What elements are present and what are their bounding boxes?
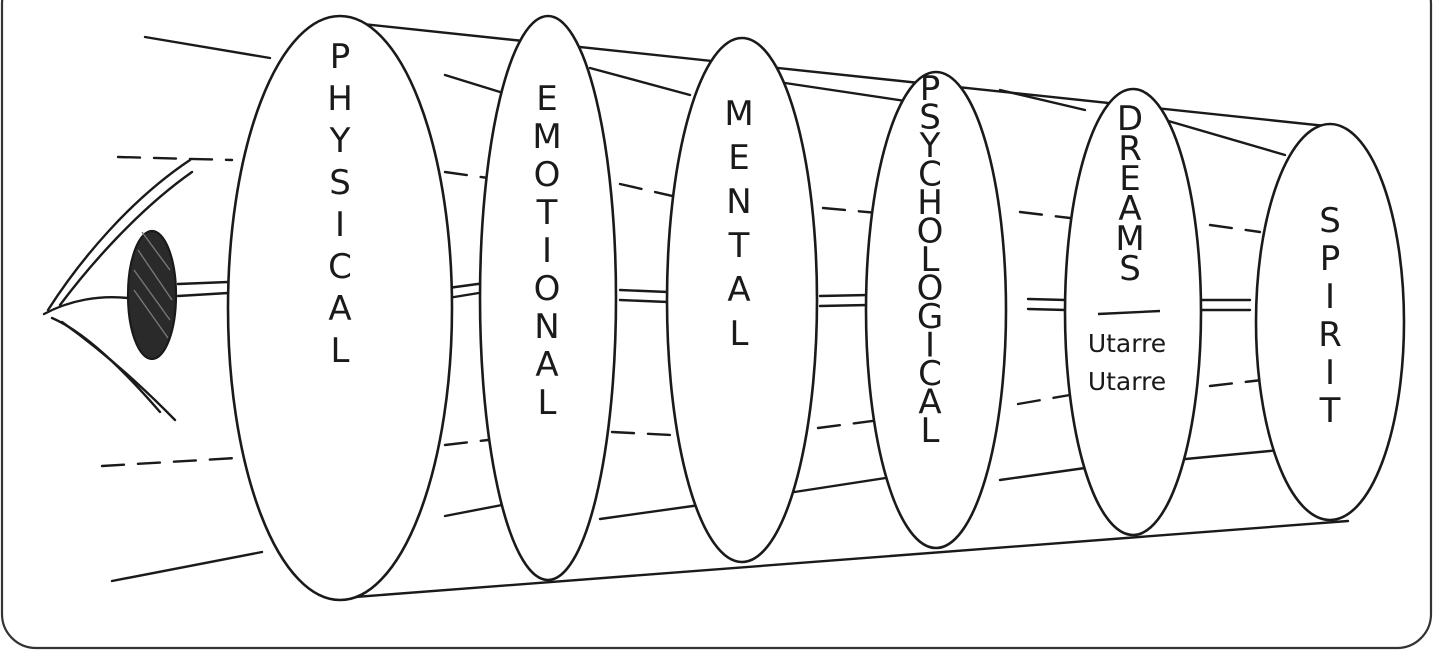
label-letter: Y [329,121,351,161]
label-letter: I [925,326,935,366]
tunnel-line [176,280,1252,312]
label-letter: P [1320,239,1341,279]
label-letter: P [330,37,351,77]
label-letter: O [917,212,944,252]
label-letter: P [920,69,941,109]
label-letter: I [542,231,552,271]
label-letter: A [328,289,351,329]
label-letter: I [1325,277,1335,317]
mental-layer-ellipse [665,36,819,564]
label-letter: R [1118,129,1142,169]
physical-layer-ellipse [226,14,454,602]
label-letter: S [1319,201,1341,241]
label-letter: L [538,383,557,423]
label-letter: S [919,98,941,138]
label-letter: T [536,193,558,233]
label-letter: E [728,138,749,178]
tunnel-bottom-line [110,519,1350,599]
label-letter: R [1318,315,1342,355]
label-letter: O [534,155,561,195]
label-letter: N [534,307,559,347]
label-letter: A [918,383,941,423]
dreams-underline [1097,309,1161,316]
label-letter: I [1325,353,1335,393]
label-letter: I [335,205,345,245]
label-letter: D [1117,99,1143,139]
label-letter: A [727,270,750,310]
label-letter: N [726,182,751,222]
label-letter: L [331,331,350,371]
tunnel-dashed-line [116,155,1262,234]
tunnel-line [443,66,1287,157]
label-letter: E [536,79,557,119]
label-letter: L [921,411,940,451]
label-letter: M [724,94,753,134]
eye-icon [42,158,194,422]
label-letter: A [1118,189,1141,229]
label-letter: H [327,79,353,119]
label-letter: A [535,345,558,385]
label-letter: S [329,163,351,203]
label-letter: H [917,183,943,223]
label-letter: M [1115,219,1144,259]
emotional-layer-ellipse [478,14,618,582]
tunnel-line [443,448,1282,521]
label-letter: C [918,155,942,195]
label-letter: O [917,269,944,309]
label-letter: L [921,240,940,280]
label-letter: S [1119,249,1141,289]
label-letter: M [532,117,561,157]
tunnel-dashed-line [100,378,1264,468]
label-letter: Y [919,126,941,166]
label-letter: T [728,226,750,266]
tunnel-top-line [143,18,1337,129]
label-letter: G [917,297,943,337]
label-letter: O [534,269,561,309]
label-letter: L [730,314,749,354]
label-letter: C [328,247,352,287]
label-letter: E [1119,159,1140,199]
spirit-layer-ellipse [1254,122,1406,522]
psychological-layer-ellipse [864,70,1008,550]
dreams-sublabel: Utarre [1088,329,1166,358]
dreams-sublabel: Utarre [1088,367,1166,396]
label-letter: T [1319,391,1341,431]
label-letter: C [918,354,942,394]
